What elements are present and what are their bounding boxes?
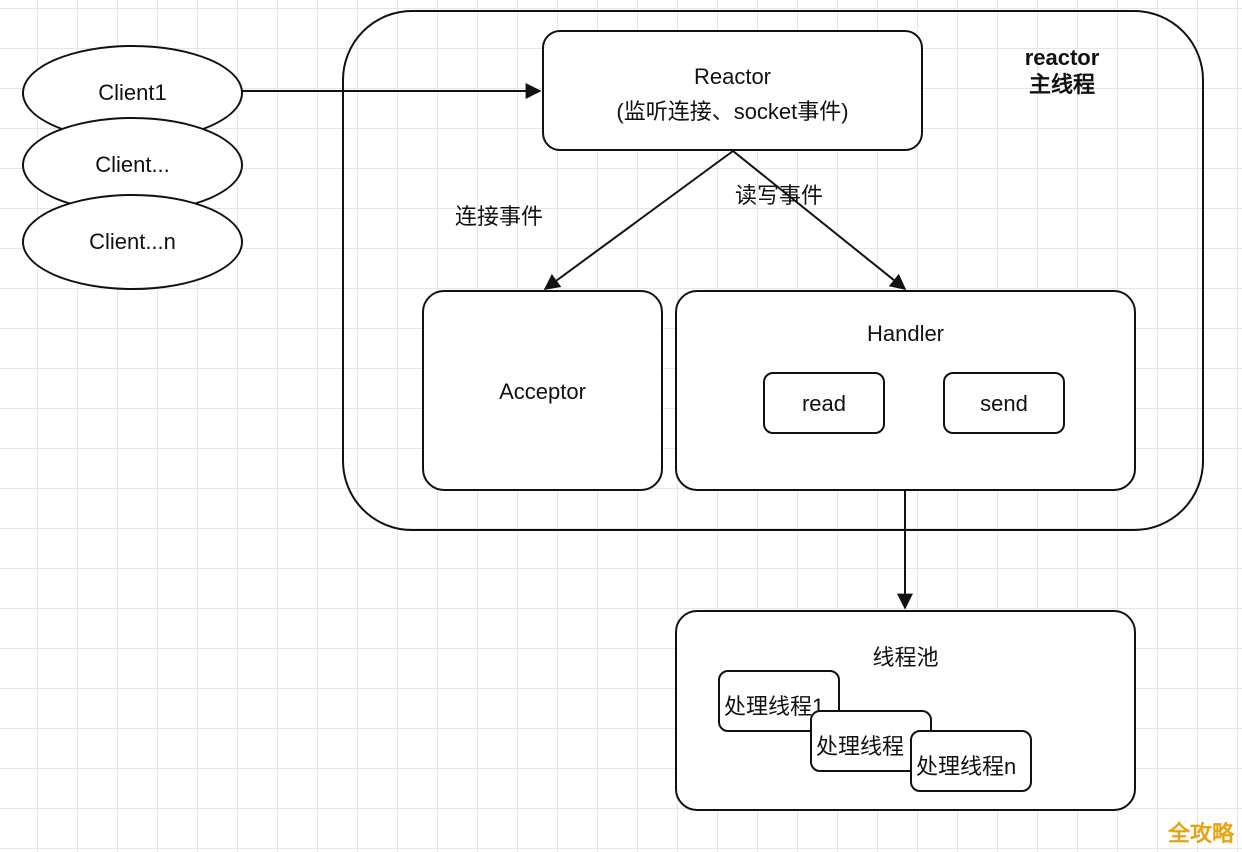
acceptor-label: Acceptor bbox=[499, 379, 586, 404]
arrow-reactor-to-handler bbox=[732, 150, 907, 291]
send-label: send bbox=[980, 391, 1028, 416]
worker-thread-1-label: 处理线程1 bbox=[724, 694, 825, 719]
arrow-reactor-to-acceptor bbox=[543, 150, 734, 290]
read-label: read bbox=[801, 391, 847, 416]
handler-title: Handler bbox=[866, 321, 945, 346]
reactor-subtitle: (监听连接、socket事件) bbox=[616, 99, 849, 124]
acceptor-box: Acceptor bbox=[422, 290, 663, 491]
reactor-group-label-line2: 主线程 bbox=[1028, 72, 1095, 97]
thread-pool-title: 线程池 bbox=[872, 645, 939, 670]
edge-label-connect-event: 连接事件 bbox=[455, 204, 544, 229]
client-1-label: Client1 bbox=[98, 80, 167, 105]
worker-thread-n: 处理线程n bbox=[910, 730, 1032, 792]
worker-thread-2-label: 处理线程 bbox=[816, 734, 905, 759]
reactor-main-thread-container bbox=[342, 10, 1204, 531]
send-box: send bbox=[943, 372, 1065, 434]
client-middle-label: Client... bbox=[95, 152, 170, 177]
reactor-group-label: reactor 主线程 bbox=[1000, 44, 1124, 98]
handler-box: Handler read send bbox=[675, 290, 1136, 491]
worker-thread-n-label: 处理线程n bbox=[916, 754, 1017, 779]
client-n: Client...n bbox=[22, 194, 243, 290]
client-n-label: Client...n bbox=[89, 229, 176, 254]
reactor-box: Reactor (监听连接、socket事件) bbox=[542, 30, 923, 151]
read-box: read bbox=[763, 372, 885, 434]
reactor-group-label-line1: reactor bbox=[1024, 45, 1100, 70]
reactor-title: Reactor bbox=[693, 64, 772, 89]
edge-label-rw-event: 读写事件 bbox=[735, 183, 824, 208]
watermark-logo: 全攻略 bbox=[1167, 822, 1234, 847]
